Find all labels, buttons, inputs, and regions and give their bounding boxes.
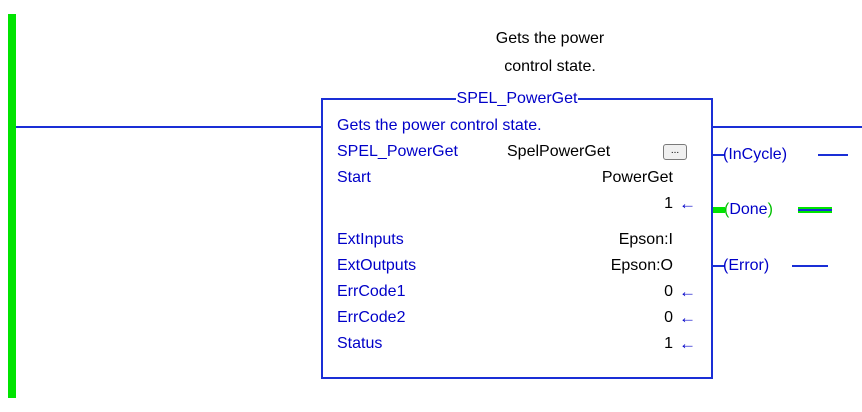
- operand-label: ExtOutputs: [337, 257, 417, 274]
- arrow-left-icon: ←: [679, 194, 696, 213]
- power-rail: [8, 14, 16, 398]
- done-pin-wire: [713, 207, 725, 213]
- operand-row-extoutputs[interactable]: ExtOutputs Epson:O: [337, 254, 697, 278]
- block-description-row: Gets the power control state.: [337, 114, 697, 138]
- arrow-left-icon: ←: [679, 282, 696, 301]
- output-bit-done[interactable]: (Done): [724, 201, 773, 218]
- operand-label: ErrCode2: [337, 309, 406, 326]
- rung-comment-line-2: control state.: [504, 58, 596, 75]
- browse-button[interactable]: ...: [663, 144, 687, 160]
- done-tail-core: [798, 209, 832, 211]
- operand-value: 1: [664, 335, 673, 352]
- rung-input-wire[interactable]: [16, 126, 322, 128]
- rung-comment-line-1: Gets the power: [495, 30, 605, 47]
- arrow-left-icon: ←: [679, 308, 696, 327]
- incycle-pin-wire: [713, 154, 725, 156]
- operand-value: 0: [664, 309, 673, 326]
- output-label-incycle: InCycle: [728, 146, 782, 163]
- operand-label: Start: [337, 169, 371, 186]
- operand-value[interactable]: Epson:I: [618, 231, 673, 248]
- operand-row-instance[interactable]: SPEL_PowerGet SpelPowerGet ...: [337, 140, 697, 164]
- operand-value: 0: [664, 283, 673, 300]
- output-label-done: Done: [729, 201, 768, 218]
- error-tail-wire: [792, 265, 828, 267]
- operand-row-errcode1[interactable]: ErrCode1 0 ←: [337, 280, 697, 304]
- operand-row-status[interactable]: Status 1 ←: [337, 332, 697, 356]
- output-label-error: Error: [728, 257, 764, 274]
- operand-label: ExtInputs: [337, 231, 404, 248]
- operand-row-start[interactable]: Start PowerGet: [337, 166, 697, 190]
- error-pin-wire: [713, 265, 725, 267]
- operand-label: Status: [337, 335, 383, 352]
- block-title: SPEL_PowerGet: [455, 90, 579, 107]
- instruction-block[interactable]: SPEL_PowerGet Gets the power control sta…: [321, 90, 713, 379]
- incycle-tail-wire: [818, 154, 848, 156]
- operand-row-extinputs[interactable]: ExtInputs Epson:I: [337, 228, 697, 252]
- operand-row-start-value[interactable]: 1 ←: [337, 192, 697, 216]
- block-description: Gets the power control state.: [337, 117, 542, 134]
- operand-label: ErrCode1: [337, 283, 406, 300]
- rung-output-wire[interactable]: [713, 126, 862, 128]
- output-bit-error[interactable]: (Error): [723, 257, 770, 274]
- operand-label: SPEL_PowerGet: [337, 143, 458, 160]
- operand-tag[interactable]: SpelPowerGet: [507, 143, 611, 160]
- operand-row-errcode2[interactable]: ErrCode2 0 ←: [337, 306, 697, 330]
- arrow-left-icon: ←: [679, 334, 696, 353]
- operand-value[interactable]: Epson:O: [610, 257, 673, 274]
- operand-value[interactable]: PowerGet: [601, 169, 673, 186]
- operand-value: 1: [664, 195, 673, 212]
- output-bit-incycle[interactable]: (InCycle): [723, 146, 788, 163]
